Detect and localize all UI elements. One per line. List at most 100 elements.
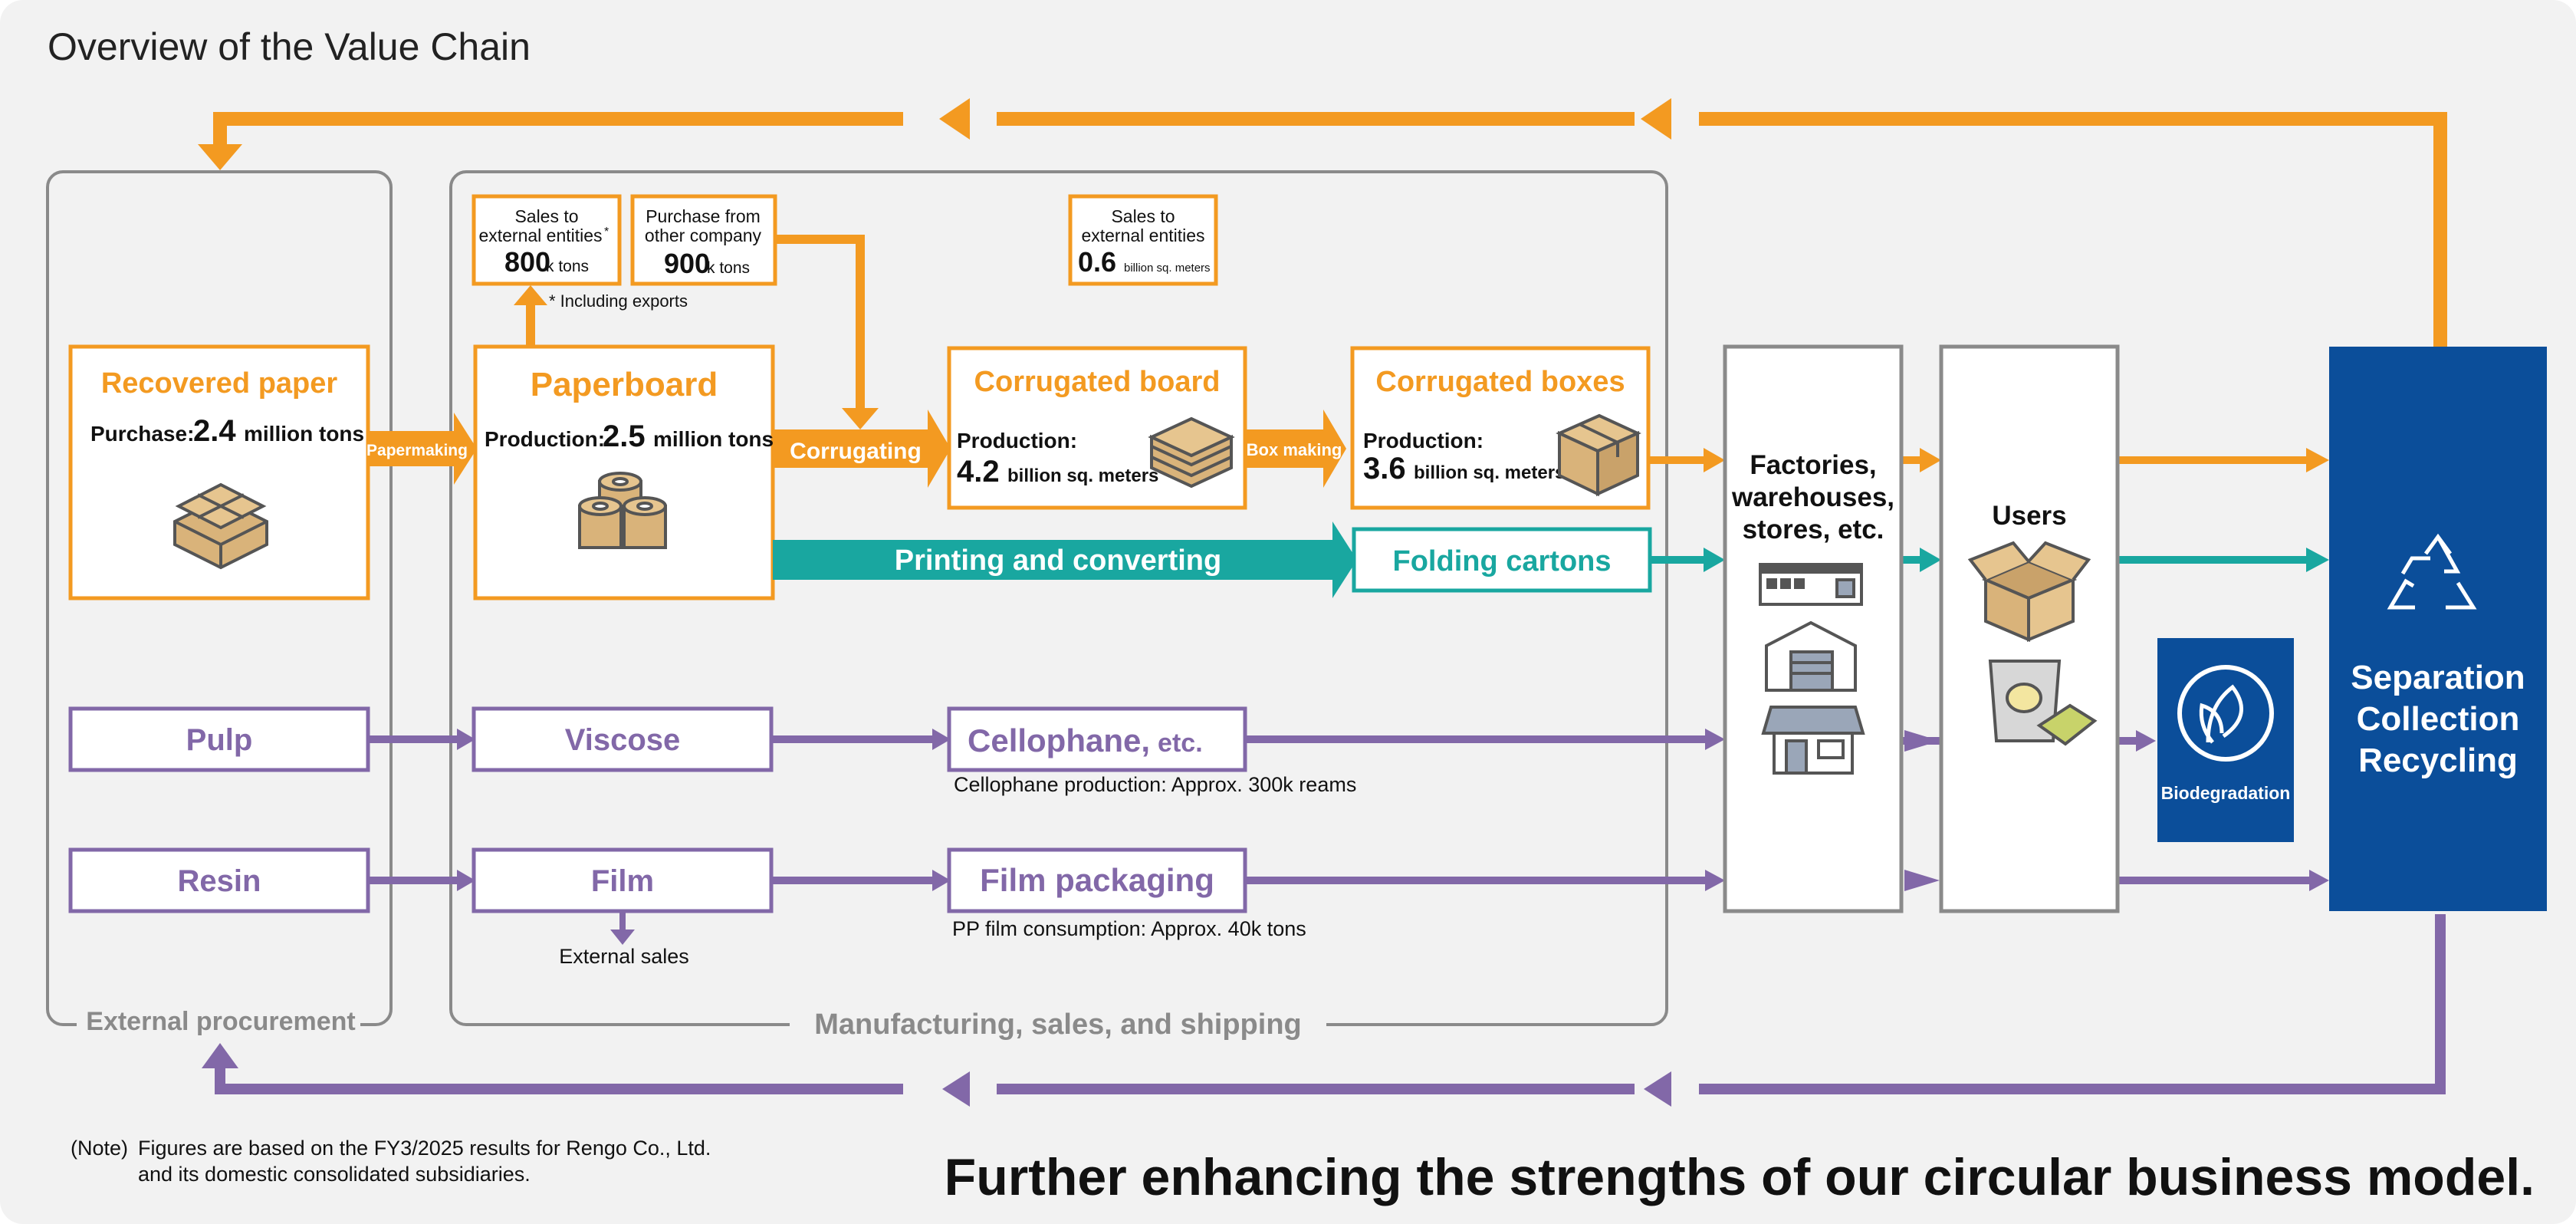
svg-text:2.4: 2.4 bbox=[193, 414, 236, 448]
svg-text:other company: other company bbox=[645, 225, 762, 245]
cellophane-note: Cellophane production: Approx. 300k ream… bbox=[954, 773, 1356, 796]
return-arrow-head bbox=[1641, 98, 1671, 140]
svg-text:Sales to: Sales to bbox=[514, 206, 578, 226]
svg-text:Factories,: Factories, bbox=[1750, 450, 1876, 480]
recycle-icon bbox=[2387, 533, 2477, 610]
arrow-head bbox=[514, 285, 547, 305]
bundle-icon bbox=[173, 482, 268, 570]
svg-text:Users: Users bbox=[1992, 501, 2066, 531]
svg-text:Production:: Production: bbox=[957, 429, 1077, 452]
corrugated-board-title: Corrugated board bbox=[974, 366, 1221, 398]
printing-converting-arrow bbox=[773, 522, 1357, 598]
paperboard-box: Paperboard Production: 2.5 million tons bbox=[473, 344, 775, 600]
svg-text:external entities: external entities bbox=[1081, 225, 1204, 245]
svg-text:2.5: 2.5 bbox=[603, 420, 646, 453]
resin-label: Resin bbox=[178, 864, 261, 898]
return-arrow-head bbox=[942, 1071, 970, 1107]
svg-text:Recycling: Recycling bbox=[2358, 742, 2518, 779]
svg-text:k tons: k tons bbox=[707, 259, 750, 277]
svg-text:0.6: 0.6 bbox=[1078, 246, 1116, 278]
folding-cartons-label: Folding cartons bbox=[1393, 545, 1612, 577]
svg-text:stores, etc.: stores, etc. bbox=[1743, 515, 1884, 545]
recycling-panel: Separation Collection Recycling bbox=[2329, 347, 2547, 911]
pulp-label: Pulp bbox=[186, 723, 253, 757]
box-making-label: Box making bbox=[1247, 440, 1342, 459]
users-column: Users bbox=[1939, 344, 2120, 913]
board-stack-icon bbox=[1148, 416, 1235, 489]
svg-text:billion sq. meters: billion sq. meters bbox=[1124, 262, 1211, 275]
folding-cartons-box bbox=[1352, 527, 1652, 593]
viscose-label: Viscose bbox=[565, 723, 681, 757]
film-packaging-label: Film packaging bbox=[980, 862, 1214, 898]
arrow-head bbox=[842, 408, 879, 429]
purple-arrow-heads bbox=[457, 729, 2329, 891]
recovered-paper-title: Recovered paper bbox=[101, 367, 338, 400]
return-arrow-head bbox=[202, 1043, 238, 1068]
svg-text:Purchase:: Purchase: bbox=[90, 422, 194, 446]
corrugating-label: Corrugating bbox=[790, 439, 922, 464]
snack-bag-icon bbox=[1988, 660, 2098, 746]
film-box bbox=[472, 847, 774, 913]
top-return-loop bbox=[213, 112, 2447, 347]
svg-text:800: 800 bbox=[504, 246, 550, 278]
box-making-arrow bbox=[1245, 410, 1346, 488]
sales-external-box: Sales to external entities * 800 k tons bbox=[472, 194, 622, 286]
purchase-other-company-box: Purchase from other company 900 k tons bbox=[630, 194, 777, 286]
corrugated-boxes-title: Corrugated boxes bbox=[1375, 366, 1625, 398]
factories-column: Factories, warehouses, stores, etc. bbox=[1723, 344, 1904, 913]
store-icon bbox=[1761, 706, 1865, 775]
svg-text:Purchase from: Purchase from bbox=[646, 206, 761, 226]
resin-box bbox=[68, 847, 370, 913]
return-arrow-head bbox=[198, 144, 242, 170]
sales-external-box-2: Sales to external entities 0.6 billion s… bbox=[1068, 194, 1218, 286]
svg-text:billion sq. meters: billion sq. meters bbox=[1414, 462, 1565, 483]
factory-icon bbox=[1759, 563, 1863, 606]
box-icon bbox=[1556, 413, 1641, 497]
pulp-box bbox=[68, 706, 370, 772]
svg-text:Separation: Separation bbox=[2351, 659, 2525, 696]
svg-text:external entities: external entities bbox=[478, 225, 602, 245]
svg-text:*: * bbox=[604, 225, 609, 239]
biodegradation-box: Biodegradation bbox=[2157, 638, 2294, 842]
bottom-return-loop bbox=[215, 914, 2446, 1094]
open-box-icon bbox=[1967, 541, 2091, 643]
return-arrow-head bbox=[1644, 1071, 1671, 1107]
printing-converting-label: Printing and converting bbox=[895, 545, 1221, 577]
paperboard-title: Paperboard bbox=[531, 366, 718, 403]
svg-text:Sales to: Sales to bbox=[1111, 206, 1175, 226]
paper-rolls-icon bbox=[578, 472, 667, 549]
papermaking-label: Papermaking bbox=[366, 442, 468, 459]
note-tag: (Note) bbox=[71, 1137, 128, 1160]
note-line-1: Figures are based on the FY3/2025 result… bbox=[138, 1137, 711, 1160]
svg-text:million tons: million tons bbox=[653, 427, 774, 451]
svg-text:Collection: Collection bbox=[2357, 700, 2520, 738]
orange-teal-connectors bbox=[1648, 448, 2329, 572]
corrugating-arrow bbox=[773, 410, 951, 488]
warehouse-icon bbox=[1765, 620, 1857, 692]
biodegradation-label: Biodegradation bbox=[2161, 783, 2291, 803]
pp-film-note: PP film consumption: Approx. 40k tons bbox=[952, 917, 1306, 940]
corrugated-board-box: Corrugated board Production: 4.2 billion… bbox=[947, 346, 1247, 510]
note-line-2: and its domestic consolidated subsidiari… bbox=[138, 1163, 531, 1186]
manufacturing-label: Manufacturing, sales, and shipping bbox=[814, 1008, 1302, 1041]
return-arrow-head bbox=[939, 98, 970, 140]
svg-text:4.2: 4.2 bbox=[957, 455, 1000, 489]
svg-text:3.6: 3.6 bbox=[1363, 452, 1406, 485]
svg-text:billion sq. meters: billion sq. meters bbox=[1007, 466, 1158, 486]
external-procurement-label: External procurement bbox=[86, 1007, 355, 1036]
svg-text:million tons: million tons bbox=[244, 422, 364, 446]
svg-text:Production:: Production: bbox=[1363, 429, 1484, 452]
page-title: Overview of the Value Chain bbox=[48, 25, 531, 68]
arrow-purchase-to-corrugating bbox=[775, 235, 865, 410]
corrugated-boxes-box: Corrugated boxes Production: 3.6 billion… bbox=[1350, 346, 1651, 510]
papermaking-arrow bbox=[368, 413, 477, 485]
svg-text:warehouses,: warehouses, bbox=[1731, 482, 1894, 512]
arrow-head bbox=[610, 930, 635, 945]
recovered-paper-box: Recovered paper Purchase: 2.4 million to… bbox=[68, 344, 370, 600]
cellophane-label: Cellophane,etc. bbox=[968, 722, 1203, 758]
svg-text:Production:: Production: bbox=[485, 427, 605, 451]
external-sales-label: External sales bbox=[559, 945, 689, 968]
